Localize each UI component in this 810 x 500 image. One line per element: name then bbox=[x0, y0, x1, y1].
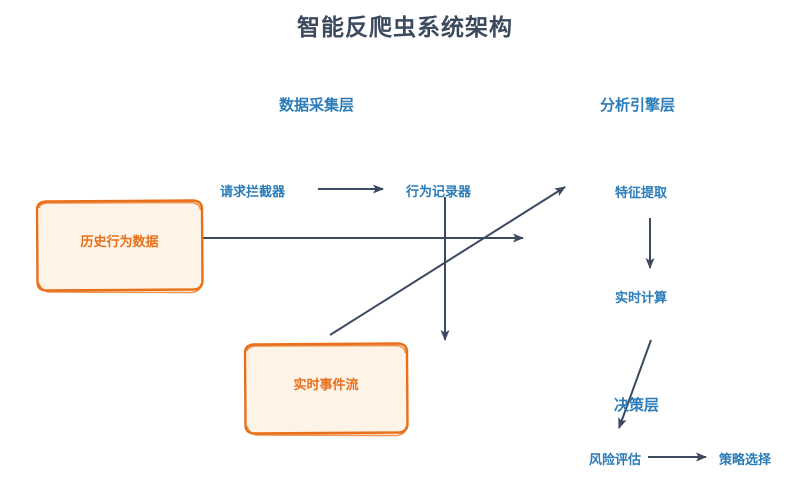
historical-data-box-shape bbox=[35, 199, 204, 294]
node-event-stream[interactable]: 实时事件流 bbox=[241, 340, 411, 437]
layer-title-analysis: 分析引擎层 bbox=[600, 96, 676, 114]
node-feature-extraction[interactable]: 特征提取 bbox=[615, 186, 668, 201]
event-stream-label: 实时事件流 bbox=[293, 378, 359, 393]
page-title: 智能反爬虫系统架构 bbox=[297, 15, 513, 41]
event-stream-box-shape bbox=[243, 342, 409, 437]
node-historical-data[interactable]: 历史行为数据 bbox=[33, 197, 206, 294]
historical-data-label: 历史行为数据 bbox=[80, 235, 159, 250]
node-behavior-recorder[interactable]: 行为记录器 bbox=[406, 185, 472, 200]
node-risk-assessment[interactable]: 风险评估 bbox=[589, 453, 642, 468]
node-realtime-compute[interactable]: 实时计算 bbox=[615, 291, 668, 306]
arrow-stream-to-feature bbox=[329, 186, 566, 336]
layer-title-collection: 数据采集层 bbox=[279, 96, 355, 114]
node-request-interceptor[interactable]: 请求拦截器 bbox=[220, 185, 286, 200]
node-strategy-selection[interactable]: 策略选择 bbox=[719, 453, 772, 468]
layer-title-decision: 决策层 bbox=[614, 396, 660, 414]
